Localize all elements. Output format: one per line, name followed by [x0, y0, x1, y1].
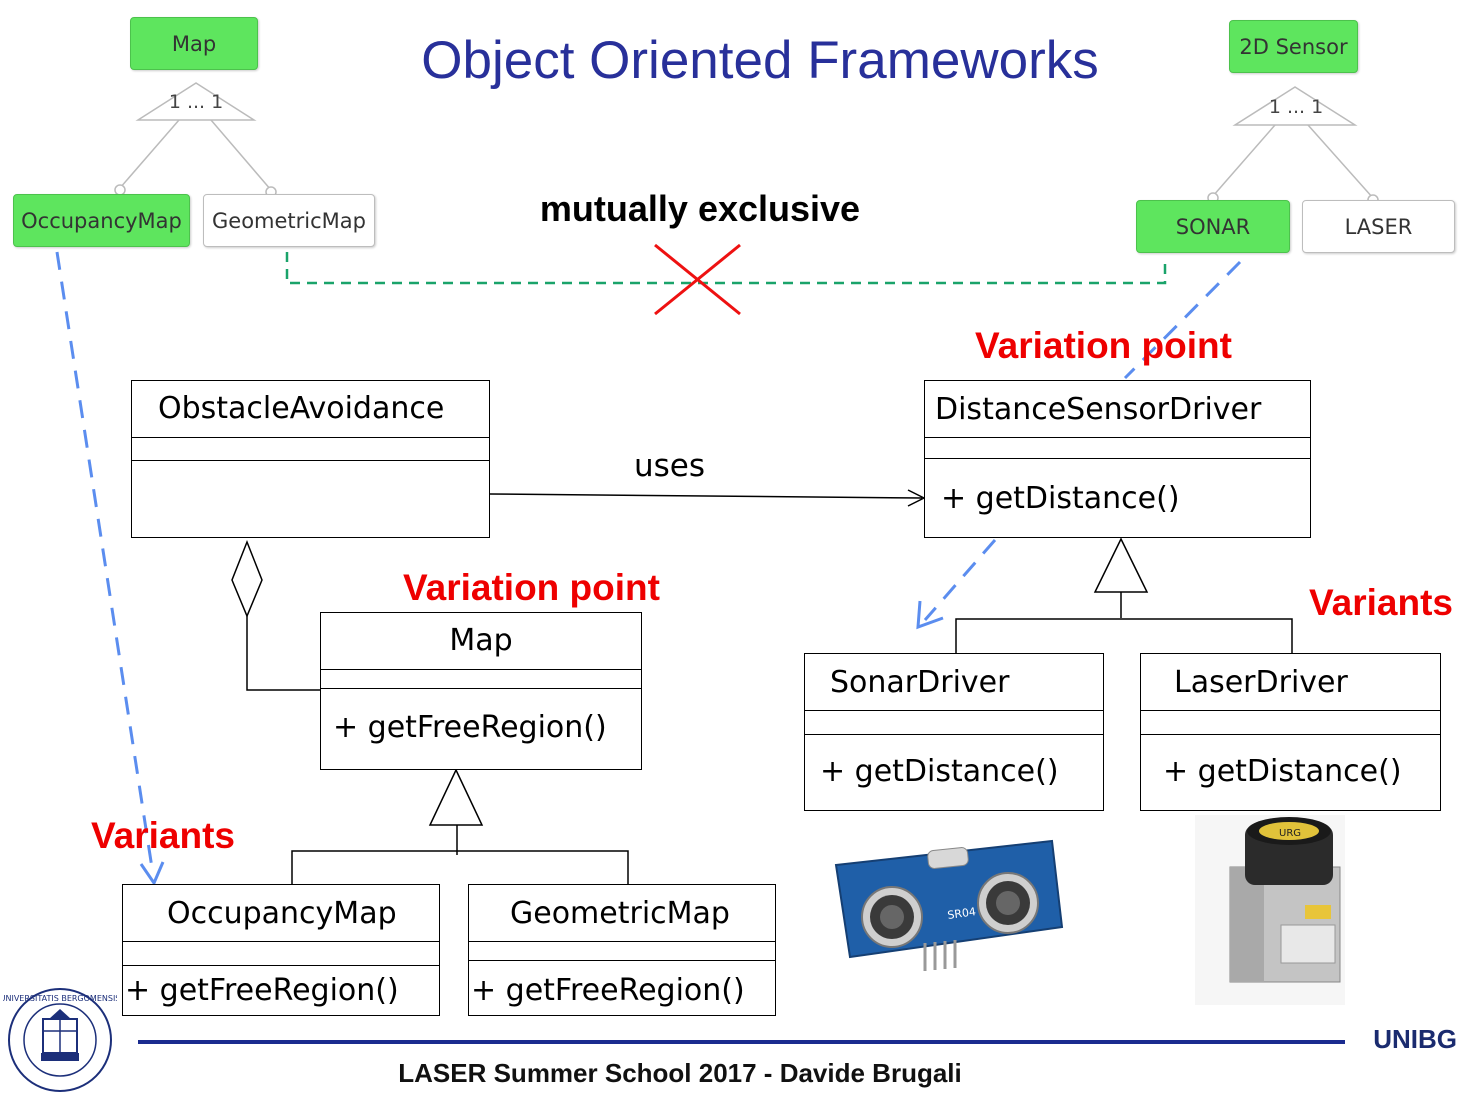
map-generalization-bar — [291, 850, 629, 886]
feature-node-sonar: SONAR — [1136, 200, 1290, 253]
footer-text: LASER Summer School 2017 - Davide Brugal… — [398, 1058, 962, 1088]
right-tree-edge-laser — [1307, 124, 1374, 199]
class-obstacleavoidance: ObstacleAvoidance — [131, 380, 490, 538]
laser-scanner-image: URG — [1195, 815, 1345, 1005]
uses-label: uses — [634, 448, 706, 484]
class-name: Map — [321, 613, 641, 670]
feature-node-map: Map — [130, 17, 258, 70]
right-tree-edge-sonar — [1212, 124, 1276, 197]
class-attributes — [925, 438, 1310, 459]
scanner-brand-label: URG — [1279, 828, 1301, 839]
class-name: GeometricMap — [469, 885, 775, 942]
variation-point-label-top: Variation point — [975, 325, 1232, 366]
university-seal-logo: UNIVERSITATIS BERGOMENSIS — [3, 988, 117, 1092]
class-attributes — [1141, 711, 1440, 735]
blue-arrowhead-sonardriver — [916, 600, 944, 630]
class-name: OccupancyMap — [123, 885, 439, 942]
sensor-chip-label: SR04 — [947, 905, 977, 922]
class-laserdriver: LaserDriver + getDistance() — [1140, 653, 1441, 811]
class-operation: + getFreeRegion() — [333, 710, 607, 745]
class-occupancymap: OccupancyMap + getFreeRegion() — [122, 884, 440, 1016]
ultrasonic-sensor-image: SR04 — [834, 839, 1064, 971]
class-name: SonarDriver — [805, 654, 1103, 711]
class-attributes — [123, 942, 439, 966]
left-tree-edge-occ — [119, 119, 180, 189]
class-operation: + getFreeRegion() — [471, 973, 745, 1008]
class-name: LaserDriver — [1141, 654, 1440, 711]
class-attributes — [321, 670, 641, 689]
class-geometricmap: GeometricMap + getFreeRegion() — [468, 884, 776, 1016]
blue-arrow-occupancy — [55, 251, 154, 869]
mutually-exclusive-label: mutually exclusive — [539, 188, 861, 229]
unibg-logo-text: UNIBG — [1373, 1024, 1457, 1054]
mutual-exclusion-line — [285, 252, 1167, 285]
blue-arrowhead-occupancy — [139, 861, 165, 887]
left-cardinality-label: 1 ... 1 — [168, 91, 224, 113]
variants-label-right: Variants — [1309, 582, 1453, 623]
feature-node-laser: LASER — [1302, 200, 1455, 253]
left-tree-edge-geo — [210, 119, 272, 191]
feature-node-occupancymap: OccupancyMap — [13, 194, 190, 247]
dsd-generalization-triangle — [1093, 537, 1149, 593]
class-attributes — [805, 711, 1103, 735]
class-attributes — [132, 438, 489, 461]
blue-arrow-sonar — [1123, 260, 1242, 380]
blue-arrow-sonardriver — [923, 539, 997, 621]
uses-association-line — [489, 493, 923, 499]
class-operation: + getDistance() — [820, 754, 1059, 789]
slide-title: Object Oriented Frameworks — [421, 31, 1099, 90]
feature-node-geometricmap: GeometricMap — [203, 194, 375, 247]
class-distancesensordriver: DistanceSensorDriver + getDistance() — [924, 380, 1311, 538]
dsd-generalization-bar — [955, 618, 1293, 654]
class-name: ObstacleAvoidance — [132, 381, 489, 438]
variation-point-label-map: Variation point — [403, 567, 660, 608]
right-cardinality-triangle — [1232, 86, 1358, 126]
variants-label-left: Variants — [91, 815, 235, 856]
class-operation: + getDistance() — [1163, 754, 1402, 789]
left-cardinality-triangle — [135, 82, 257, 121]
aggregation-diamond — [231, 539, 263, 618]
right-cardinality-label: 1 ... 1 — [1268, 96, 1324, 118]
class-name: DistanceSensorDriver — [925, 381, 1310, 438]
class-attributes — [469, 942, 775, 961]
seal-text: UNIVERSITATIS BERGOMENSIS — [3, 994, 117, 1003]
class-map: Map + getFreeRegion() — [320, 612, 642, 770]
aggregation-line — [246, 616, 321, 691]
class-operation: + getFreeRegion() — [125, 973, 399, 1008]
class-sonardriver: SonarDriver + getDistance() — [804, 653, 1104, 811]
red-cross-b — [654, 243, 741, 316]
feature-node-2dsensor: 2D Sensor — [1229, 20, 1358, 73]
class-operation: + getDistance() — [941, 481, 1180, 516]
map-generalization-triangle — [428, 768, 484, 826]
